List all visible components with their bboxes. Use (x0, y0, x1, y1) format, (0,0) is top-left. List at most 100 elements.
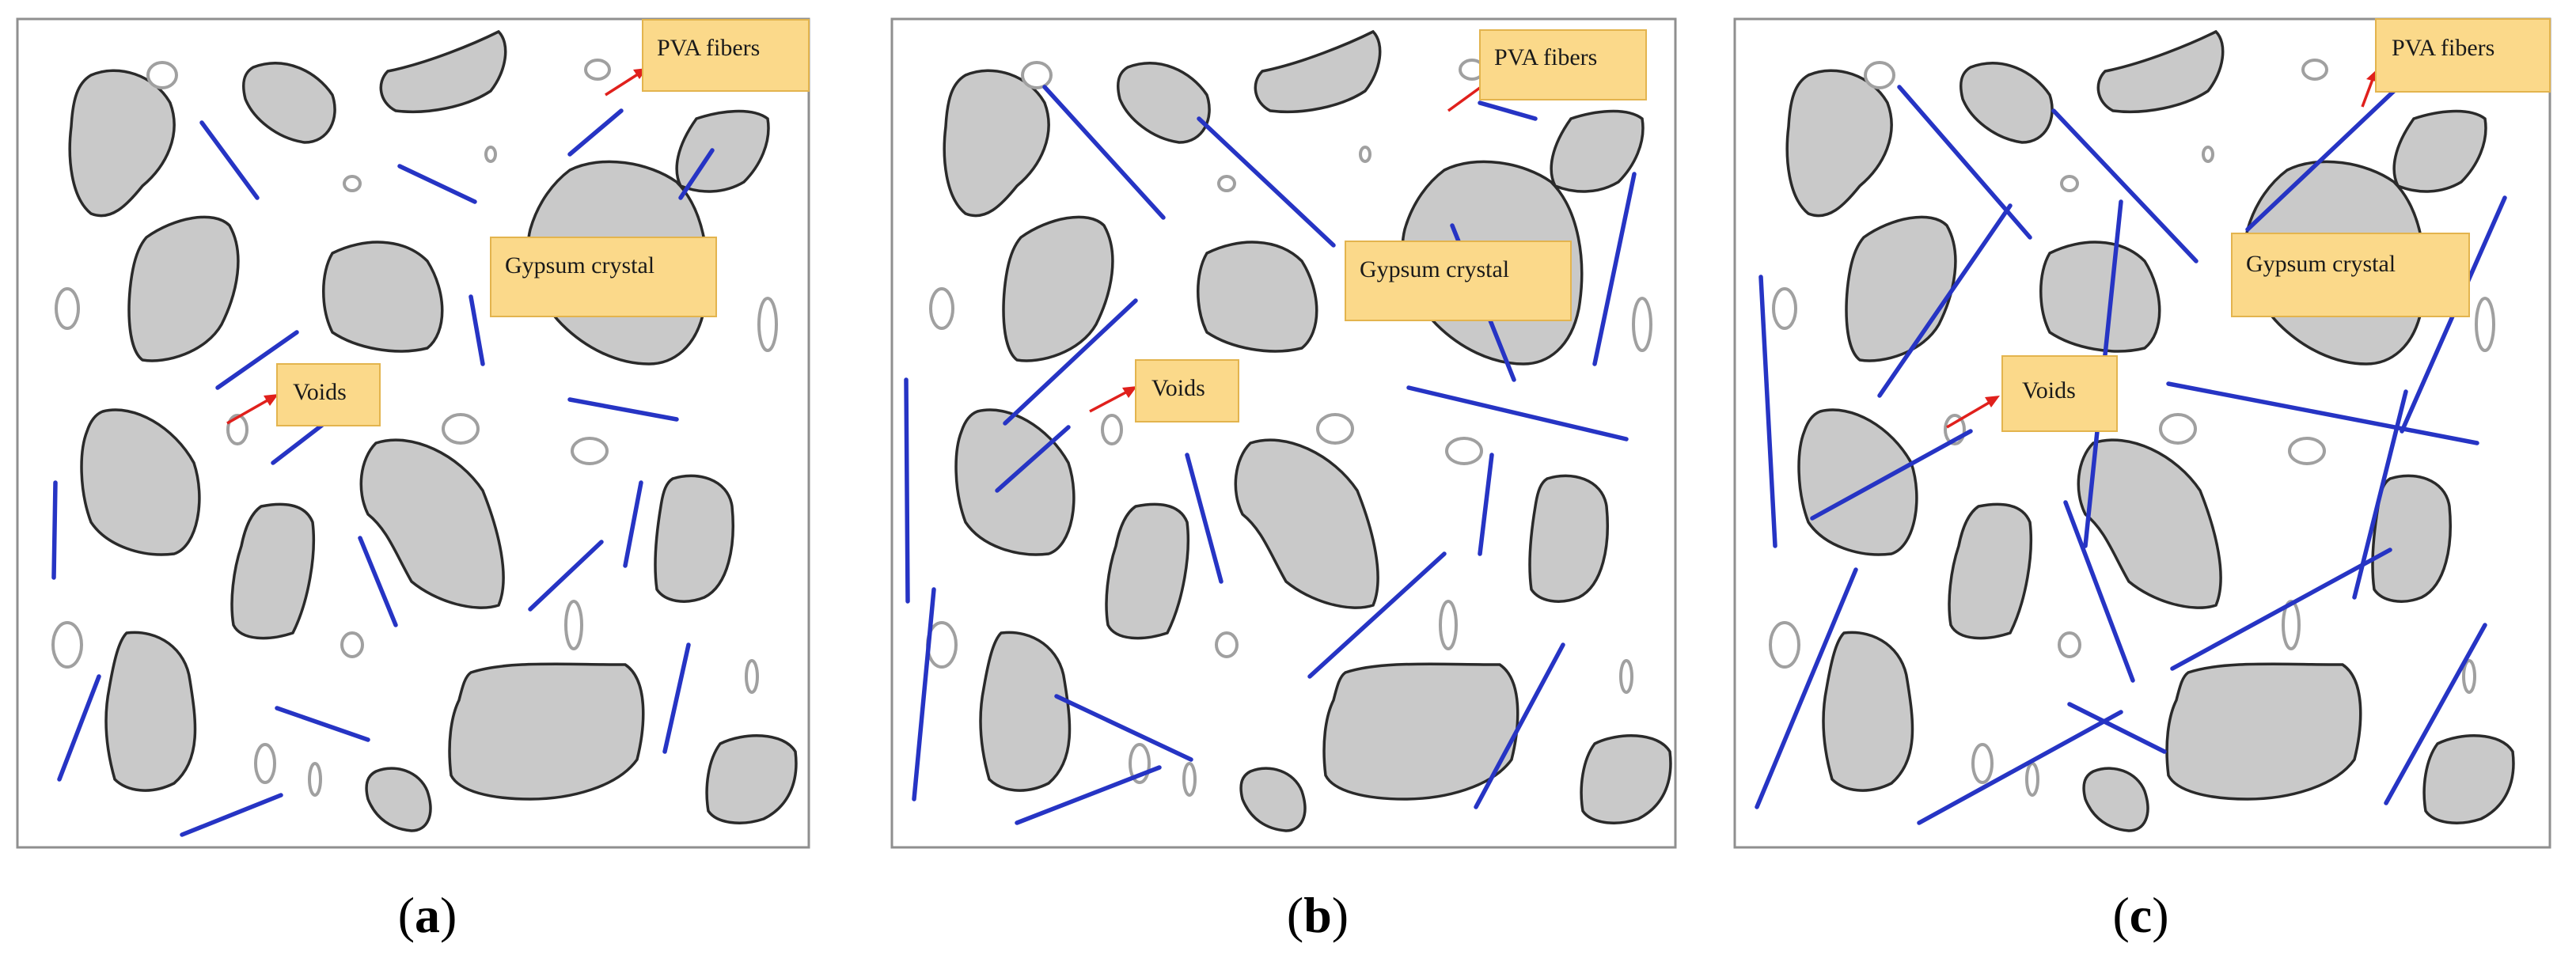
gypsum-crystal (1948, 502, 2033, 640)
void (1439, 600, 1458, 650)
annotations: PVA fibers Gypsum crystal Voids (226, 19, 810, 426)
void (55, 287, 80, 330)
fiber-label-box (642, 19, 810, 92)
void (1182, 762, 1197, 797)
gypsum-crystal (448, 662, 645, 801)
void (2282, 600, 2301, 650)
caption-a: (a) (348, 886, 506, 945)
panel-a: PVA fibers Gypsum crystal Voids (16, 17, 810, 849)
pva-fiber (2063, 500, 2135, 683)
pva-fiber (2166, 381, 2479, 445)
pva-fiber (2384, 623, 2487, 805)
gypsum-crystal (127, 215, 240, 362)
pva-fiber (1042, 85, 1166, 220)
gypsum-crystal (1822, 631, 1914, 792)
voids-group (1769, 59, 2495, 797)
void (308, 762, 322, 797)
gypsum-crystal (1002, 215, 1114, 362)
void-arrow (1946, 398, 1995, 429)
caption-close-paren: ) (2152, 887, 2169, 943)
gypsum-crystal (1580, 734, 1672, 824)
pva-fiber (397, 164, 477, 204)
annotations: PVA fibers Gypsum crystal Voids (1946, 18, 2551, 432)
pva-fiber (1015, 765, 1162, 825)
void (1021, 61, 1053, 89)
gypsum-crystal (104, 631, 197, 792)
void (1632, 297, 1652, 352)
caption-open-paren: ( (397, 887, 415, 943)
fiber-arrow (605, 70, 643, 97)
caption-letter: a (415, 887, 440, 943)
gypsum-crystal (80, 408, 201, 556)
gypsum-crystal (1197, 241, 1318, 353)
pva-fiber (1054, 694, 1193, 762)
void (2301, 59, 2328, 81)
pva-fiber (1003, 298, 1138, 426)
void-arrowhead (264, 394, 279, 406)
caption-close-paren: ) (1331, 887, 1349, 943)
gypsum-crystal (2165, 662, 2362, 801)
caption-c: (c) (2062, 886, 2220, 945)
void (340, 631, 364, 658)
gypsum-crystal (230, 502, 316, 640)
gypsum-crystal (242, 62, 336, 144)
pva-fiber (469, 294, 485, 366)
gypsum-crystal (68, 69, 176, 218)
pva-fiber (51, 480, 58, 580)
void (1316, 413, 1354, 445)
pva-fiber (1917, 710, 2123, 825)
pva-fiber (2170, 548, 2392, 671)
gypsum-crystal (2392, 109, 2487, 193)
gypsum-crystal (365, 767, 432, 832)
pva-fiber (1478, 100, 1538, 121)
void (584, 59, 611, 81)
pva-fiber (2067, 702, 2167, 754)
pva-fiber (1307, 551, 1447, 679)
void (745, 659, 759, 694)
pva-fiber (912, 587, 936, 801)
void-arrowhead (1122, 386, 1137, 398)
void (2025, 762, 2039, 797)
void (2475, 297, 2495, 352)
gypsum-crystal (1960, 62, 2054, 144)
void (2058, 631, 2081, 658)
fiber-label-box (1479, 29, 1647, 100)
pva-fiber (567, 108, 624, 157)
crystal-label-box (490, 237, 717, 317)
crystal-label: Gypsum crystal (1360, 256, 1509, 282)
void (2462, 659, 2476, 694)
panel-b: PVA fibers Gypsum crystal Voids (890, 17, 1677, 849)
fiber-label: PVA fibers (2392, 35, 2494, 61)
pva-fiber (904, 377, 910, 604)
void (442, 413, 480, 445)
void (2202, 146, 2214, 163)
fiber-label-box (2375, 18, 2551, 93)
caption-letter: b (1303, 887, 1332, 943)
gypsum-crystal (1254, 29, 1382, 114)
pva-fiber (215, 330, 299, 390)
void-label: Voids (2022, 377, 2076, 404)
void (254, 743, 276, 784)
pva-fiber (1592, 172, 1637, 366)
pva-fiber (995, 425, 1071, 493)
pva-fiber (271, 421, 327, 465)
void (757, 297, 778, 352)
void (929, 287, 954, 330)
void (2159, 413, 2197, 445)
caption-open-paren: ( (1286, 887, 1304, 943)
caption-open-paren: ( (2112, 887, 2130, 943)
panel-c: PVA fibers Gypsum crystal Voids (1733, 17, 2551, 849)
pva-fiber (1810, 429, 1973, 521)
void (343, 175, 362, 192)
void-label-box (276, 363, 381, 426)
void (2060, 175, 2079, 192)
void-arrow (226, 396, 274, 425)
gypsum-crystal (1785, 69, 1893, 218)
void (1445, 437, 1483, 465)
fibers-group (51, 108, 715, 837)
crystal-label: Gypsum crystal (2246, 251, 2396, 277)
pva-fiber (623, 480, 643, 568)
pva-fiber (180, 793, 283, 837)
fiber-label: PVA fibers (1494, 44, 1597, 70)
